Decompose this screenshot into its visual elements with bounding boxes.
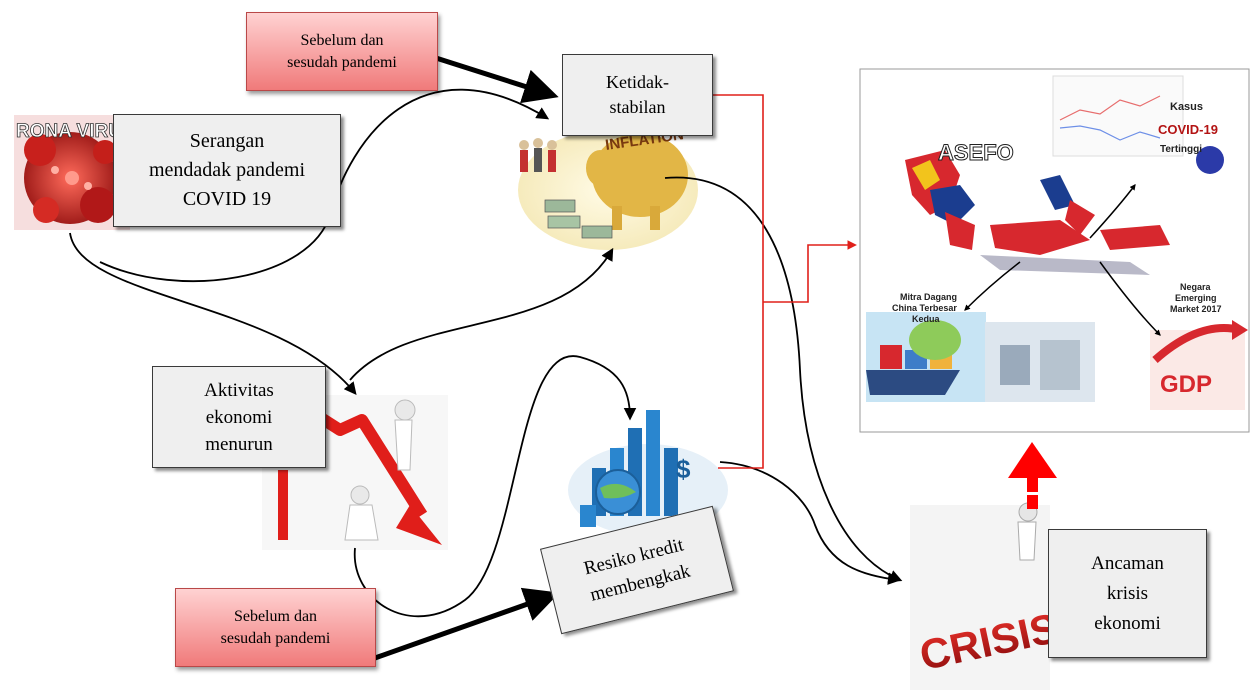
crisis-threat-line2: krisis	[1106, 582, 1149, 604]
before-after-box-top: Sebelum dan sesudah pandemi	[246, 12, 438, 91]
covid-label-line3: Tertinggi	[1160, 144, 1202, 155]
coronavirus-image	[14, 115, 130, 230]
emerging-label-line2: Emerging	[1175, 293, 1217, 303]
before-after-bottom-line2: sesudah pandemi	[220, 629, 331, 647]
covid-label-line1: Kasus	[1170, 101, 1203, 113]
gdp-text: GDP	[1160, 371, 1212, 398]
economic-activity-line3: menurun	[205, 433, 273, 455]
before-after-box-bottom: Sebelum dan sesudah pandemi	[175, 588, 376, 667]
before-after-top-line1: Sebelum dan	[300, 31, 384, 49]
curve-virus-to-activity	[69, 232, 357, 395]
emerging-label-line1: Negara	[1180, 282, 1212, 292]
sudden-attack-line2: mendadak pandemi	[148, 159, 306, 181]
sudden-attack-box: Serangan mendadak pandemi COVID 19	[113, 114, 341, 227]
before-after-top-line2: sesudah pandemi	[287, 53, 397, 71]
instability-line1: Ketidak-	[606, 72, 669, 92]
economic-activity-line1: Aktivitas	[204, 379, 274, 401]
before-after-bottom-line1: Sebelum dan	[233, 607, 318, 625]
red-arrow-to-asean	[763, 240, 857, 303]
instability-box: Ketidak- stabilan	[562, 54, 713, 136]
crisis-image	[910, 502, 1050, 690]
sudden-attack-line3: COVID 19	[182, 188, 272, 210]
virus-banner-text: RONA VIRU	[16, 121, 122, 142]
curve-inflation-to-crisis	[664, 176, 903, 582]
economic-activity-box: Aktivitas ekonomi menurun	[152, 366, 326, 468]
trade-label-line2: China Terbesar	[892, 303, 957, 313]
economic-activity-line2: ekonomi	[205, 406, 273, 428]
sudden-attack-line1: Serangan	[189, 130, 265, 152]
inflation-cartoon	[518, 130, 698, 250]
thick-arrow-top	[435, 55, 559, 104]
trade-label-line3: Kedua	[912, 314, 941, 324]
curve-loop-to-credit	[353, 355, 637, 618]
svg-text:$: $	[676, 454, 691, 484]
thick-arrow-bottom	[374, 587, 560, 661]
asean-title: ASEFO	[938, 140, 1014, 165]
asean-panel	[859, 68, 1250, 433]
crisis-threat-line1: Ancaman	[1091, 552, 1164, 574]
crisis-threat-box: Ancaman krisis ekonomi	[1048, 529, 1207, 658]
curve-credit-to-crisis	[719, 461, 901, 585]
red-up-arrow	[1008, 442, 1057, 509]
crisis-threat-line3: ekonomi	[1094, 612, 1161, 634]
red-bracket	[713, 94, 764, 469]
emerging-label-line3: Market 2017	[1170, 304, 1222, 314]
instability-line2: stabilan	[609, 97, 666, 117]
trade-label-line1: Mitra Dagang	[900, 292, 957, 302]
curve-activity-to-inflation	[349, 247, 614, 381]
covid-label-line2: COVID-19	[1158, 122, 1218, 137]
